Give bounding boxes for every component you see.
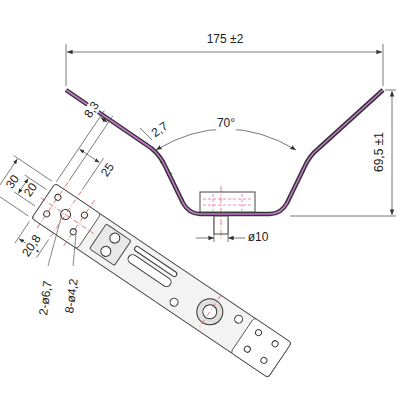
dimension-label: 70°: [216, 117, 236, 130]
dimension-label: 25: [98, 160, 118, 180]
dimension-label: 2-ø6,7: [37, 279, 55, 317]
dimension-label: 69,5 ±1: [373, 131, 386, 173]
callout-leaders: [48, 214, 76, 266]
dimension-label: 175 ±2: [206, 33, 245, 46]
dimension-lines: [66, 44, 396, 242]
dimension-label: 30: [3, 172, 23, 192]
dimension-label: 20,8: [19, 232, 44, 260]
dimension-label: 8-ø4,2: [63, 277, 81, 315]
dimension-label: 20: [21, 180, 41, 200]
bracket-midline: [66, 90, 383, 214]
bracket-profile: [66, 90, 383, 214]
flat-strip-view: [0, 83, 341, 400]
dimension-label: ø10: [247, 231, 270, 244]
dimension-label: 2,7: [149, 119, 172, 141]
